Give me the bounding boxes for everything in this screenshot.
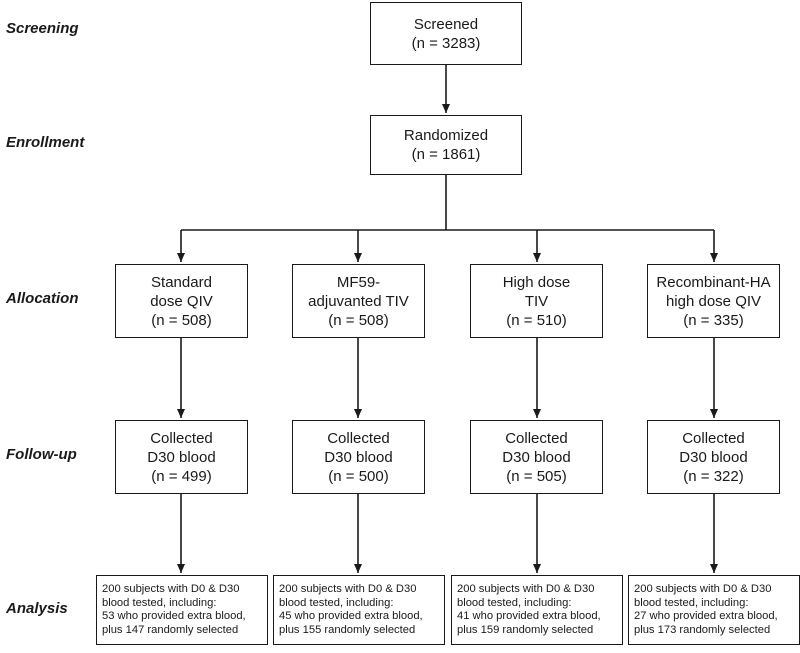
followup-line: D30 blood — [324, 448, 393, 466]
allocation-count: (n = 508) — [151, 311, 212, 329]
analysis-line: blood tested, including: — [457, 596, 572, 609]
followup-line: D30 blood — [502, 448, 571, 466]
analysis-line: plus 147 randomly selected — [102, 623, 239, 636]
followup-count: (n = 322) — [683, 467, 744, 485]
stage-label-allocation: Allocation — [6, 290, 79, 307]
analysis-line: blood tested, including: — [634, 596, 749, 609]
screened-box: Screened (n = 3283) — [370, 2, 522, 65]
allocation-count: (n = 508) — [328, 311, 389, 329]
followup-box-arm-3: Collected D30 blood (n = 505) — [470, 420, 603, 494]
analysis-box-arm-2: 200 subjects with D0 & D30 blood tested,… — [273, 575, 445, 645]
analysis-box-arm-1: 200 subjects with D0 & D30 blood tested,… — [96, 575, 268, 645]
allocation-line: high dose QIV — [665, 292, 762, 310]
analysis-line: plus 159 randomly selected — [457, 623, 594, 636]
followup-line: Collected — [327, 429, 390, 447]
screened-title: Screened — [413, 15, 479, 33]
allocation-box-high-dose-tiv: High dose TIV (n = 510) — [470, 264, 603, 338]
followup-line: Collected — [505, 429, 568, 447]
followup-box-arm-1: Collected D30 blood (n = 499) — [115, 420, 248, 494]
allocation-line: Recombinant-HA — [656, 273, 771, 291]
stage-label-enrollment: Enrollment — [6, 134, 85, 151]
analysis-line: 41 who provided extra blood, — [457, 610, 601, 622]
analysis-line: 200 subjects with D0 & D30 — [457, 583, 595, 595]
randomized-count: (n = 1861) — [411, 146, 481, 163]
screened-count: (n = 3283) — [411, 34, 481, 52]
analysis-line: plus 155 randomly selected — [279, 623, 416, 636]
analysis-line: 200 subjects with D0 & D30 — [279, 583, 417, 595]
allocation-box-recombinant-ha-high-dose-qiv: Recombinant-HA high dose QIV (n = 335) — [647, 264, 780, 338]
followup-line: D30 blood — [679, 448, 748, 466]
analysis-box-arm-4: 200 subjects with D0 & D30 blood tested,… — [628, 575, 800, 645]
followup-line: Collected — [150, 429, 213, 447]
followup-count: (n = 500) — [328, 467, 389, 485]
followup-line: Collected — [682, 429, 745, 447]
stage-label-analysis: Analysis — [6, 600, 68, 617]
analysis-line: 200 subjects with D0 & D30 — [102, 583, 240, 595]
analysis-box-arm-3: 200 subjects with D0 & D30 blood tested,… — [451, 575, 623, 645]
allocation-box-mf59-adjuvanted-tiv: MF59- adjuvanted TIV (n = 508) — [292, 264, 425, 338]
allocation-count: (n = 335) — [683, 311, 744, 329]
allocation-line: High dose — [502, 273, 571, 291]
stage-label-screening: Screening — [6, 20, 79, 37]
analysis-line: plus 173 randomly selected — [634, 623, 771, 636]
allocation-box-standard-dose-qiv: Standard dose QIV (n = 508) — [115, 264, 248, 338]
allocation-count: (n = 510) — [506, 311, 567, 329]
allocation-line: adjuvanted TIV — [308, 292, 409, 310]
analysis-line: 53 who provided extra blood, — [102, 610, 246, 622]
analysis-line: 27 who provided extra blood, — [634, 610, 778, 622]
followup-line: D30 blood — [147, 448, 216, 466]
allocation-line: TIV — [524, 292, 549, 310]
stage-label-follow-up: Follow-up — [6, 446, 77, 463]
analysis-line: blood tested, including: — [279, 596, 394, 609]
analysis-line: blood tested, including: — [102, 596, 217, 609]
followup-box-arm-4: Collected D30 blood (n = 322) — [647, 420, 780, 494]
followup-count: (n = 499) — [151, 467, 212, 485]
allocation-line: MF59- — [336, 273, 381, 291]
randomized-title: Randomized — [403, 127, 489, 144]
randomized-box: Randomized (n = 1861) — [370, 115, 522, 175]
analysis-line: 200 subjects with D0 & D30 — [634, 583, 772, 595]
followup-box-arm-2: Collected D30 blood (n = 500) — [292, 420, 425, 494]
analysis-line: 45 who provided extra blood, — [279, 610, 423, 622]
allocation-line: Standard — [151, 273, 212, 291]
followup-count: (n = 505) — [506, 467, 567, 485]
allocation-line: dose QIV — [150, 292, 213, 310]
